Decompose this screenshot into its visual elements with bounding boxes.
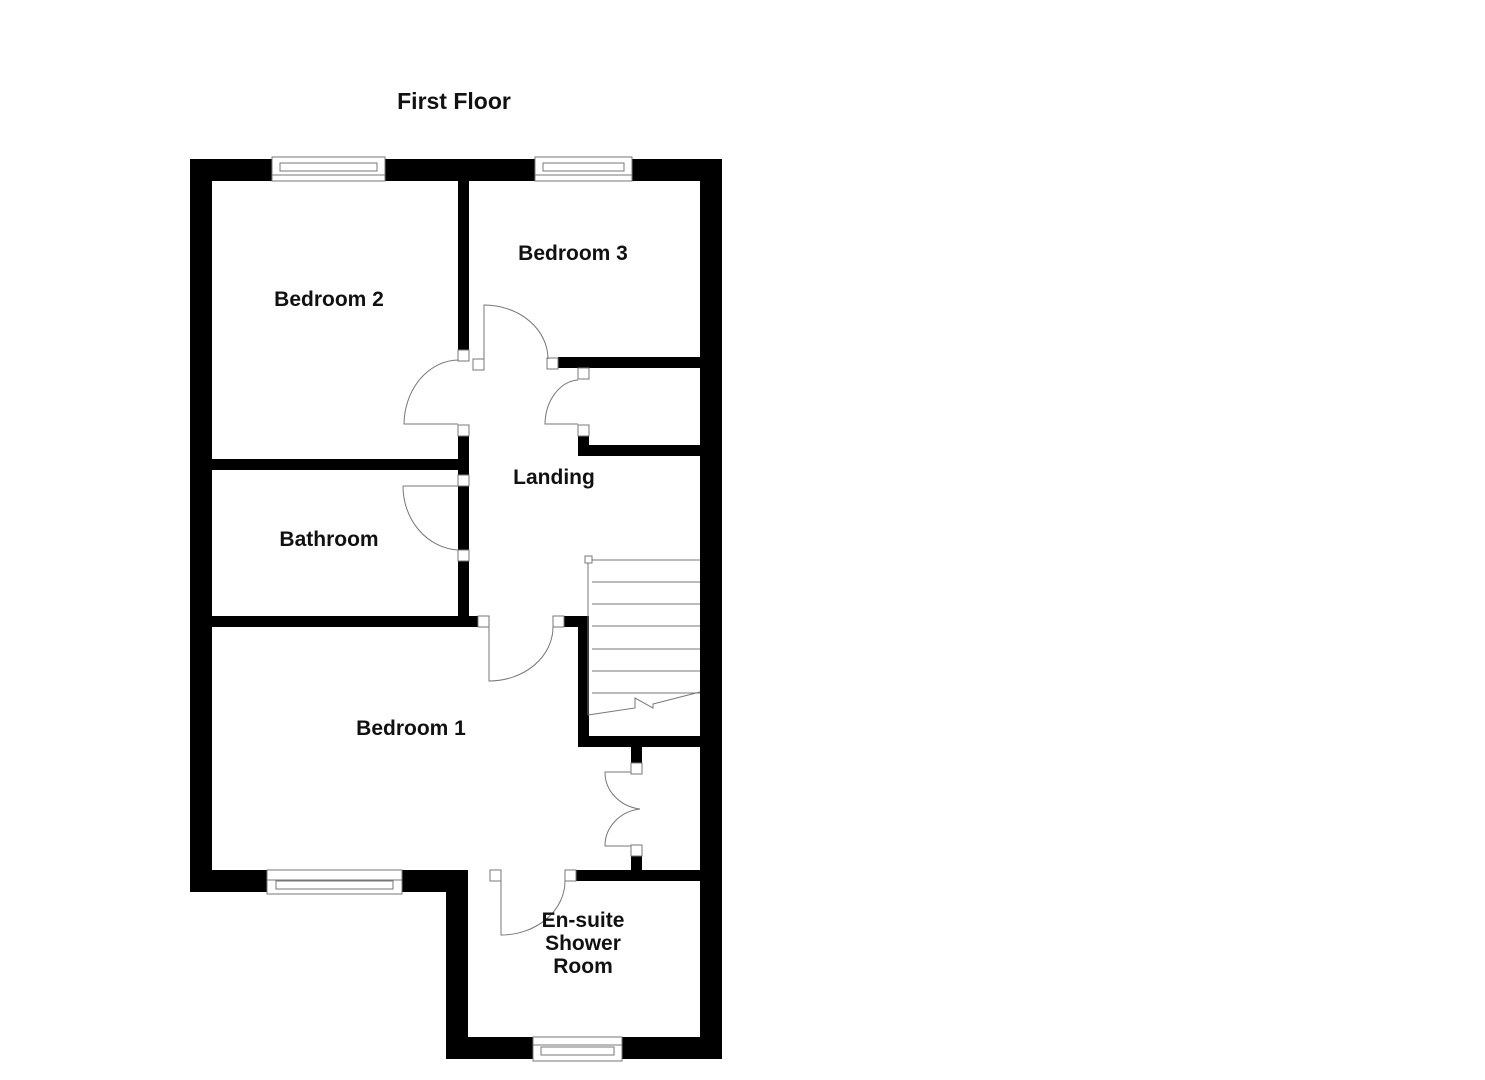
outer-wall-left [190, 159, 212, 892]
airing-cupboard-door [544, 367, 590, 437]
wall-stair-bottom [578, 736, 700, 747]
stairs [584, 555, 701, 716]
doors [402, 304, 643, 936]
ensuite-window [532, 1036, 623, 1062]
ensuite-door [489, 869, 577, 936]
room-label-bedroom-2: Bedroom 2 [274, 288, 384, 311]
wall-bed2-bed3 [458, 181, 469, 351]
bedroom-2-door [403, 349, 470, 437]
room-label-ensuite: En-suite Shower Room [541, 909, 625, 978]
outer-wall-right [700, 159, 722, 1059]
wall-stair-left [578, 616, 589, 746]
outer-wall-top [190, 159, 722, 181]
bathroom-door [402, 474, 470, 562]
wall-bed2-bath [212, 459, 469, 470]
wall-bath-bed1 [212, 616, 480, 627]
wall-bed3-cupboard [558, 357, 700, 368]
room-label-landing: Landing [513, 466, 595, 489]
wall-landing-left [458, 436, 469, 616]
bedroom-2-window [271, 156, 386, 182]
bedroom-1-window [266, 869, 403, 895]
wall-wardrobe-bottom [631, 855, 642, 875]
wall-cupboard-bottom [578, 445, 700, 456]
wall-ensuite-top [576, 870, 700, 881]
room-label-bedroom-3: Bedroom 3 [518, 242, 628, 265]
wall-wardrobe-top [631, 746, 642, 766]
ensuite-wall-left [446, 870, 468, 1059]
bedroom-1-door [477, 615, 565, 682]
windows [266, 156, 633, 1062]
wall-stair-top [564, 616, 589, 627]
room-label-bedroom-1: Bedroom 1 [356, 717, 466, 740]
wardrobe-double-door [604, 762, 643, 857]
floor-title: First Floor [397, 88, 511, 114]
bedroom-3-door [472, 304, 559, 371]
bedroom-3-window [534, 156, 633, 182]
room-label-bathroom: Bathroom [279, 528, 379, 551]
